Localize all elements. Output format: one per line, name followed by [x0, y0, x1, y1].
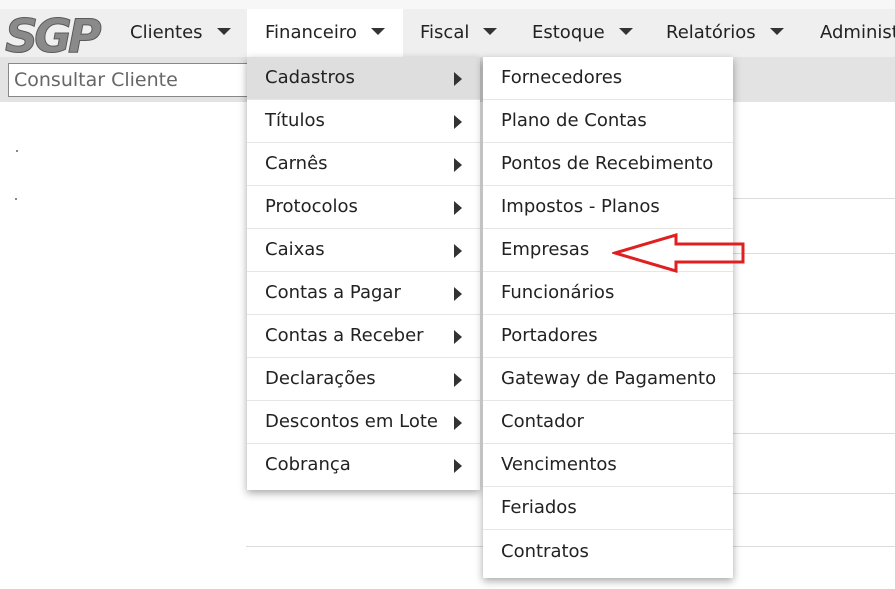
bg-divider	[733, 253, 895, 254]
submenu-item-vencimentos[interactable]: Vencimentos	[483, 444, 733, 487]
nav-clientes[interactable]: Clientes	[130, 9, 231, 57]
menu-item-caixas[interactable]: Caixas	[247, 229, 480, 272]
menu-item-label: Contratos	[501, 541, 589, 562]
red-arrow-annotation	[612, 232, 745, 274]
menu-item-label: Títulos	[265, 110, 325, 131]
submenu-item-contador[interactable]: Contador	[483, 401, 733, 444]
submenu-item-feriados[interactable]: Feriados	[483, 487, 733, 530]
menu-item-label: Fornecedores	[501, 67, 623, 88]
submenu-item-plano-de-contas[interactable]: Plano de Contas	[483, 100, 733, 143]
nav-fiscal[interactable]: Fiscal	[420, 9, 498, 57]
top-navbar	[0, 0, 895, 57]
menu-item-label: Funcionários	[501, 282, 615, 303]
menu-item-protocolos[interactable]: Protocolos	[247, 186, 480, 229]
nav-label: Estoque	[532, 22, 605, 43]
menu-item-label: Pontos de Recebimento	[501, 153, 714, 174]
submenu-item-portadores[interactable]: Portadores	[483, 315, 733, 358]
logo-text: SGP	[5, 12, 102, 56]
menu-item-contas-a-receber[interactable]: Contas a Receber	[247, 315, 480, 358]
chevron-down-icon	[618, 27, 633, 35]
menu-item-label: Protocolos	[265, 196, 358, 217]
chevron-right-icon	[454, 330, 462, 344]
nav-label: Financeiro	[265, 22, 357, 43]
menu-item-cobranca[interactable]: Cobrança	[247, 444, 480, 487]
menu-item-label: Contador	[501, 411, 584, 432]
chevron-down-icon	[216, 27, 231, 35]
nav-administracao[interactable]: Administ	[820, 9, 895, 57]
chevron-right-icon	[454, 459, 462, 473]
chevron-right-icon	[454, 416, 462, 430]
menu-item-label: Cobrança	[265, 454, 351, 475]
nav-label: Fiscal	[420, 22, 470, 43]
bg-divider	[733, 198, 895, 199]
menu-item-cadastros[interactable]: Cadastros	[247, 57, 480, 100]
menu-item-label: Caixas	[265, 239, 325, 260]
cadastros-submenu: Fornecedores Plano de Contas Pontos de R…	[483, 57, 733, 578]
menu-item-titulos[interactable]: Títulos	[247, 100, 480, 143]
bg-divider	[246, 546, 483, 547]
submenu-item-gateway-de-pagamento[interactable]: Gateway de Pagamento	[483, 358, 733, 401]
sgp-logo: SGP	[5, 12, 106, 56]
menu-item-declaracoes[interactable]: Declarações	[247, 358, 480, 401]
menu-item-label: Carnês	[265, 153, 328, 174]
bg-mark	[15, 198, 17, 200]
menu-item-label: Portadores	[501, 325, 598, 346]
menu-item-label: Descontos em Lote	[265, 411, 438, 432]
arrow-shape	[612, 232, 745, 274]
bg-divider	[733, 373, 895, 374]
submenu-item-contratos[interactable]: Contratos	[483, 531, 733, 574]
menu-item-label: Impostos - Planos	[501, 196, 660, 217]
chevron-right-icon	[454, 72, 462, 86]
menu-item-label: Feriados	[501, 497, 577, 518]
chevron-down-icon	[769, 27, 784, 35]
menu-item-label: Contas a Pagar	[265, 282, 401, 303]
submenu-item-impostos-planos[interactable]: Impostos - Planos	[483, 186, 733, 229]
search-client-input[interactable]	[8, 63, 258, 97]
financeiro-dropdown: Cadastros Títulos Carnês Protocolos Caix…	[247, 57, 480, 490]
chevron-down-icon	[370, 27, 385, 35]
menu-item-label: Cadastros	[265, 67, 355, 88]
bg-divider	[733, 546, 895, 547]
nav-relatorios[interactable]: Relatórios	[666, 9, 784, 57]
menu-item-label: Empresas	[501, 239, 590, 260]
nav-financeiro[interactable]: Financeiro	[247, 9, 403, 57]
bg-divider	[733, 433, 895, 434]
menu-item-contas-a-pagar[interactable]: Contas a Pagar	[247, 272, 480, 315]
nav-estoque[interactable]: Estoque	[532, 9, 633, 57]
menu-item-label: Gateway de Pagamento	[501, 368, 717, 389]
menu-item-label: Declarações	[265, 368, 376, 389]
chevron-right-icon	[454, 201, 462, 215]
menu-item-label: Vencimentos	[501, 454, 617, 475]
submenu-item-empresas[interactable]: Empresas	[483, 229, 733, 272]
nav-label: Administ	[820, 22, 895, 43]
chevron-right-icon	[454, 158, 462, 172]
nav-label: Relatórios	[666, 22, 756, 43]
chevron-right-icon	[454, 373, 462, 387]
submenu-item-fornecedores[interactable]: Fornecedores	[483, 57, 733, 100]
menu-item-carnes[interactable]: Carnês	[247, 143, 480, 186]
menu-item-label: Plano de Contas	[501, 110, 647, 131]
submenu-item-pontos-de-recebimento[interactable]: Pontos de Recebimento	[483, 143, 733, 186]
bg-divider	[733, 493, 895, 494]
chevron-right-icon	[454, 115, 462, 129]
chevron-down-icon	[483, 27, 498, 35]
nav-label: Clientes	[130, 22, 203, 43]
bg-divider	[733, 313, 895, 314]
bg-mark	[16, 150, 18, 152]
menu-item-label: Contas a Receber	[265, 325, 424, 346]
chevron-right-icon	[454, 244, 462, 258]
menu-item-descontos-em-lote[interactable]: Descontos em Lote	[247, 401, 480, 444]
chevron-right-icon	[454, 287, 462, 301]
submenu-item-funcionarios[interactable]: Funcionários	[483, 272, 733, 315]
